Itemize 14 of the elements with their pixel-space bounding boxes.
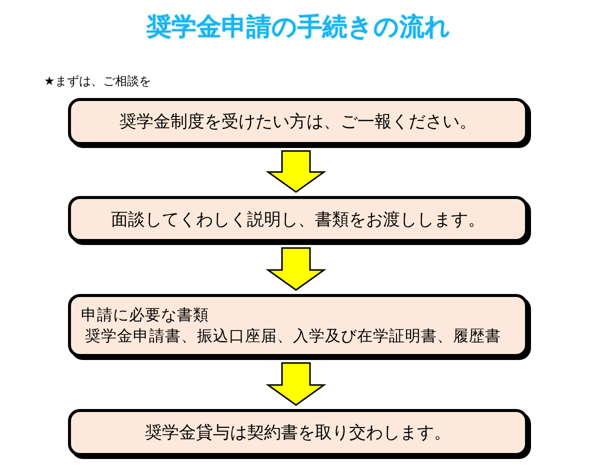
step-box [68,98,528,145]
arrow [266,362,326,406]
step-text: 奨学金貸与は契約書を取り交わします。 [145,422,451,444]
step-text: 奨学金制度を受けたい方は、ご一報ください。 [120,111,476,133]
arrow [266,150,326,193]
step-box [68,196,528,242]
title: 奨学金申請の手続きの流れ [146,11,452,43]
step-heading: 申請に必要な書類 [81,305,209,326]
arrow [266,247,326,291]
step-text: 奨学金申請書、振込口座届、入学及び在学証明書、履歴書 [84,326,501,346]
step-box [68,409,528,456]
step-box [68,294,528,357]
note-text: ★まずは、ご相談を [44,73,151,90]
step-text: 面談してくわしく説明し、書類をお渡しします。 [111,208,485,230]
